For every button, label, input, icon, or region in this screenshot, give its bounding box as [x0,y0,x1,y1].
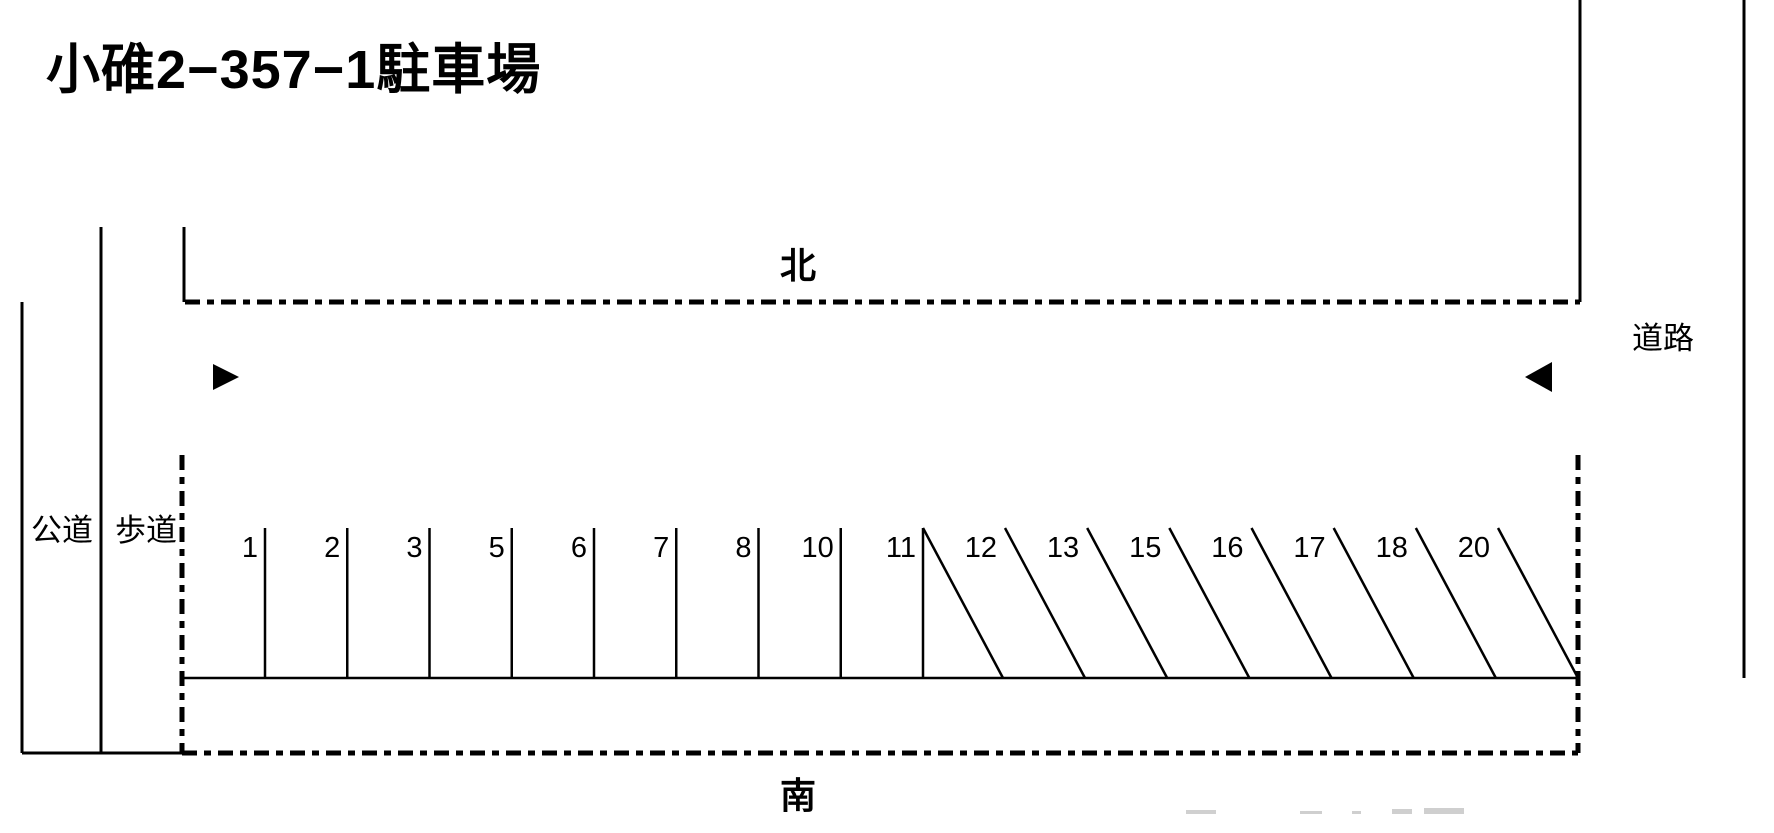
stall-number: 18 [1376,532,1408,564]
stall-number: 16 [1211,532,1243,564]
cutoff-fragment [1392,809,1412,814]
stall-divider-line [921,527,1005,679]
stall-number: 5 [489,532,505,564]
stall-number: 15 [1129,532,1161,564]
stall-number: 2 [324,532,340,564]
stall-divider-line [1168,527,1251,679]
north-boundary [182,227,1580,305]
stall-number: 13 [1047,532,1079,564]
stall-number: 20 [1458,532,1490,564]
stall-number: 6 [571,532,587,564]
cutoff-fragment [1300,811,1322,814]
arrow-left-icon [1525,362,1552,392]
stall-divider-line [1250,527,1333,679]
public-road-label: 公道 [31,513,93,548]
cutoff-fragment [1352,811,1361,814]
south-label: 南 [780,775,816,816]
cutoff-watermark-fragments [1186,808,1464,814]
arrow-right-icon [213,364,239,390]
stall-divider-line [1414,527,1497,679]
parking-area-boundary [179,455,1581,756]
stall-divider-line [1496,527,1580,679]
stall-dividers [263,527,1580,679]
stall-number: 12 [965,532,997,564]
stall-number: 1 [242,532,258,564]
stall-number: 8 [735,532,751,564]
left-roads: 公道 歩道 [20,227,182,755]
stall-number: 17 [1293,532,1325,564]
north-label: 北 [780,245,816,286]
cutoff-fragment [1186,810,1216,814]
sidewalk-label: 歩道 [115,513,177,548]
road-right-label: 道路 [1632,321,1694,356]
right-road: 道路 [1578,0,1746,678]
stall-number: 3 [406,532,422,564]
page-title: 小碓2−357−1駐車場 [46,40,541,100]
stall-divider-line [1003,527,1087,679]
stall-divider-line [1332,527,1415,679]
stall-number: 10 [801,532,833,564]
stall-number: 11 [886,532,916,564]
stall-number: 7 [653,532,669,564]
cutoff-fragment [1424,808,1464,814]
stall-divider-line [1086,527,1169,679]
